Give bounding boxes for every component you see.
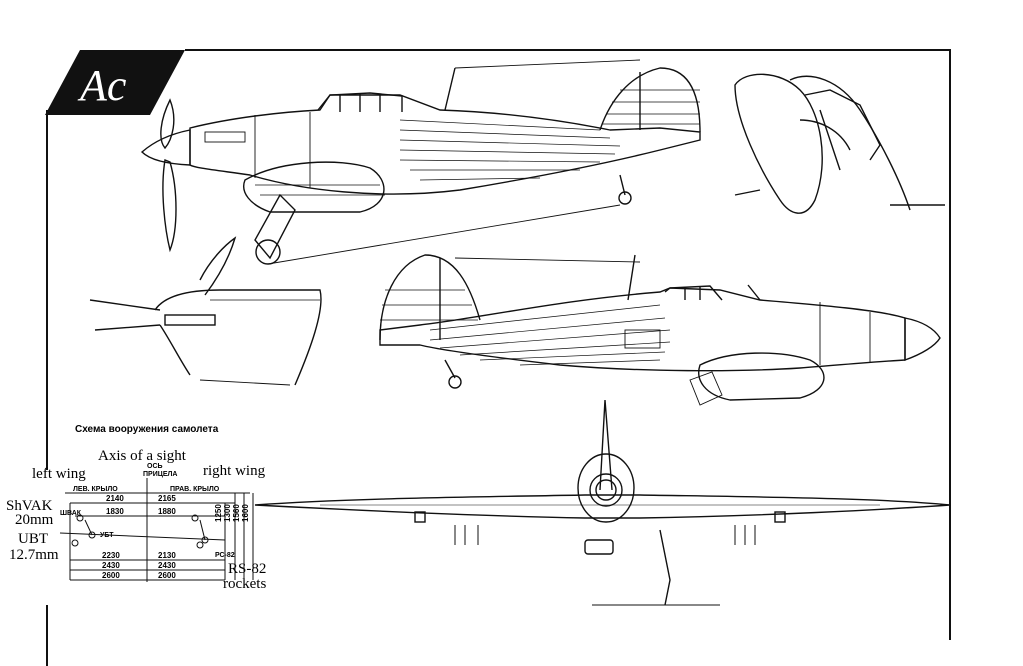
logo-text: Ac <box>77 61 127 110</box>
scheme-title: Схема вооружения самолета <box>75 424 219 435</box>
cockpit-detail <box>734 73 945 214</box>
side-view-left-facing <box>140 59 701 265</box>
right-wing-label: right wing <box>203 463 266 479</box>
shvak-label: ShVAK <box>6 498 53 514</box>
page-frame <box>46 49 951 666</box>
left-wing-label: left wing <box>32 466 86 482</box>
dim-1600: 1600 <box>241 504 250 522</box>
dim-2600-right: 2600 <box>158 571 176 580</box>
left-wing-ru: ЛЕВ. КРЫЛО <box>73 486 118 493</box>
ubt-ru: УБТ <box>100 532 114 539</box>
dim-2130: 2130 <box>158 551 176 560</box>
ubt-size: 12.7mm <box>9 547 59 563</box>
dim-1250: 1250 <box>214 504 223 522</box>
dim-2430-right: 2430 <box>158 561 176 570</box>
dim-2165: 2165 <box>158 494 176 503</box>
shvak-size: 20mm <box>15 512 54 528</box>
dim-1560: 1560 <box>232 504 241 522</box>
shvak-ru: ШВАК <box>60 510 82 517</box>
dim-2230: 2230 <box>102 551 120 560</box>
rockets-label: rockets <box>223 576 266 592</box>
dim-1880: 1880 <box>158 507 176 516</box>
axis-of-sight-label: Axis of a sight <box>98 448 187 464</box>
dim-1300: 1300 <box>223 504 232 522</box>
rs82-label: RS-82 <box>228 561 266 577</box>
front-view <box>254 399 951 606</box>
right-wing-ru: ПРАВ. КРЫЛО <box>170 486 220 493</box>
dim-2140: 2140 <box>106 494 124 503</box>
scheme-lines <box>59 478 254 582</box>
dim-1830: 1830 <box>106 507 124 516</box>
side-view-right-facing <box>379 254 941 406</box>
armament-scheme: Схема вооружения самолета Axis of a sigh… <box>6 424 266 592</box>
nose-close-up <box>89 236 322 386</box>
dim-2430-left: 2430 <box>102 561 120 570</box>
axis-ru-bottom: ПРИЦЕЛА <box>143 471 177 478</box>
dim-2600-left: 2600 <box>102 571 120 580</box>
axis-ru-top: ОСЬ <box>147 463 163 470</box>
ac-logo: Ac <box>45 50 185 115</box>
ubt-label: UBT <box>18 531 48 547</box>
